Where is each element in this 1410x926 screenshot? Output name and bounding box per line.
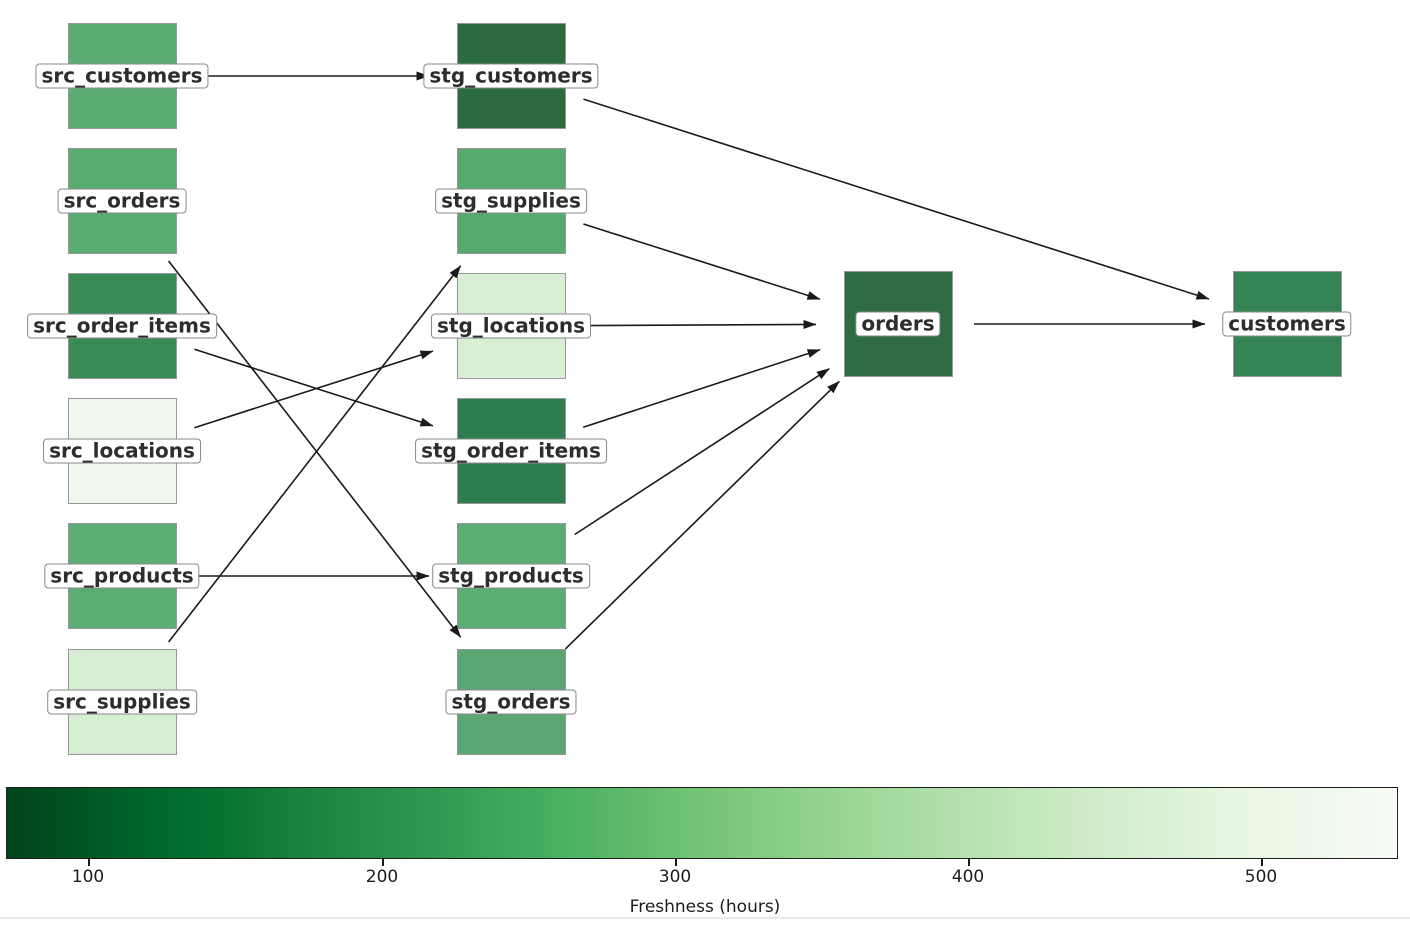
colorbar-ticklabel-400: 400 — [951, 867, 985, 887]
node-label-stg_order_items: stg_order_items — [415, 438, 607, 464]
edge-src_order_items-to-stg_order_items — [194, 348, 434, 427]
node-label-src_customers: src_customers — [35, 63, 209, 89]
colorbar-tickmark-300 — [675, 859, 677, 866]
node-label-stg_products: stg_products — [432, 563, 590, 589]
edge-stg_customers-to-customers — [583, 98, 1210, 300]
edge-stg_locations-to-orders — [586, 319, 817, 329]
node-label-stg_supplies: stg_supplies — [435, 188, 587, 214]
colorbar-axis-label: Freshness (hours) — [629, 897, 781, 917]
colorbar-ticklabel-300: 300 — [658, 867, 692, 887]
colorbar-ticklabel-200: 200 — [365, 867, 399, 887]
node-label-stg_orders: stg_orders — [445, 689, 577, 715]
colorbar-gradient — [6, 787, 1398, 859]
edge-stg_supplies-to-orders — [583, 223, 821, 300]
colorbar-ticklabel-100: 100 — [71, 867, 105, 887]
node-label-src_products: src_products — [44, 563, 200, 589]
edge-src_supplies-to-stg_supplies — [167, 265, 462, 643]
edge-stg_products-to-orders — [574, 368, 830, 536]
colorbar-tickmark-500 — [1261, 859, 1263, 866]
node-label-src_orders: src_orders — [57, 188, 187, 214]
node-label-customers: customers — [1222, 311, 1352, 337]
bottom-divider — [0, 917, 1410, 919]
node-label-stg_customers: stg_customers — [423, 63, 599, 89]
node-label-src_supplies: src_supplies — [47, 689, 197, 715]
node-label-src_locations: src_locations — [43, 438, 201, 464]
colorbar-ticklabel-500: 500 — [1244, 867, 1278, 887]
edge-stg_order_items-to-orders — [582, 348, 821, 429]
node-label-stg_locations: stg_locations — [430, 313, 592, 339]
colorbar-tickmark-200 — [382, 859, 384, 866]
node-label-orders: orders — [855, 311, 941, 337]
edge-src_locations-to-stg_locations — [194, 350, 434, 429]
edge-stg_orders-to-orders — [564, 380, 840, 650]
colorbar-tickmark-400 — [968, 859, 970, 866]
edge-src_orders-to-stg_orders — [167, 260, 462, 638]
colorbar-tickmark-100 — [88, 859, 90, 866]
node-label-src_order_items: src_order_items — [27, 313, 217, 339]
